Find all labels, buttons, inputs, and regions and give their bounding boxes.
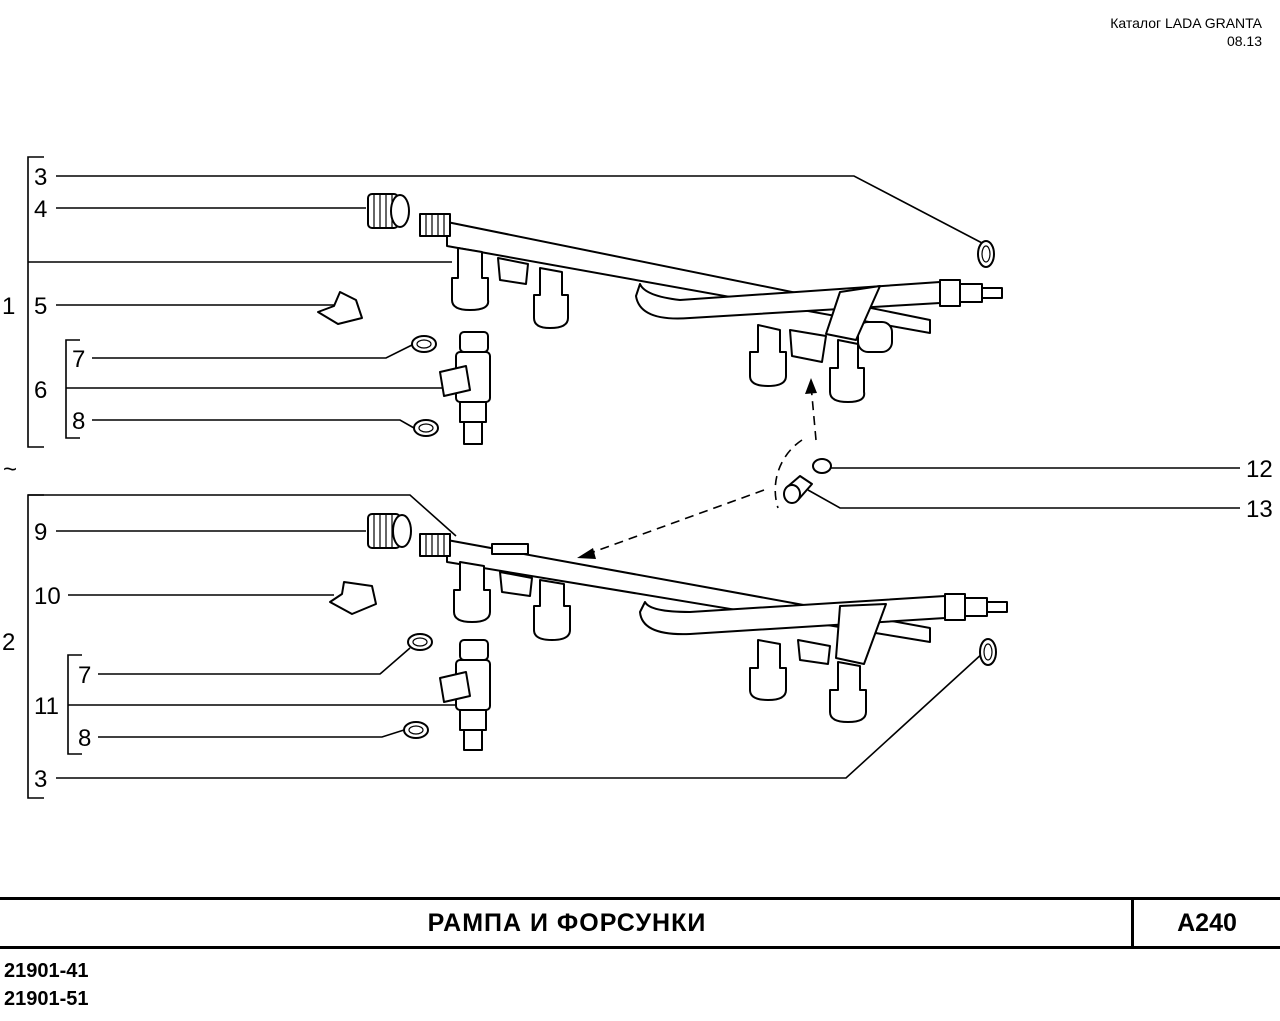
group-1-leaders (56, 175, 985, 429)
model-list: 21901-41 21901-51 (4, 957, 89, 1013)
callout-4: 4 (34, 196, 47, 223)
callout-11: 11 (34, 693, 59, 720)
o-ring-8-lower (403, 721, 429, 739)
callout-7: 7 (72, 346, 85, 373)
callout-2: 2 (2, 629, 15, 656)
washer-12 (812, 458, 832, 474)
callout-7-lower: 7 (78, 662, 91, 689)
o-ring-7-upper (411, 335, 437, 353)
arrow-head-icon (805, 378, 817, 394)
group-2-brackets (27, 494, 457, 799)
callout-13: 13 (1246, 496, 1273, 523)
fastener-leaders (577, 378, 1240, 559)
group-1-brackets (27, 156, 452, 448)
clip-5 (317, 291, 363, 325)
callout-5: 5 (34, 293, 47, 320)
catalog-header: Каталог LADA GRANTA 08.13 (1110, 14, 1262, 50)
o-ring-3-lower (979, 638, 997, 666)
title-bar: РАМПА И ФОРСУНКИ А240 (0, 897, 1280, 949)
callout-3: 3 (34, 164, 47, 191)
callout-tilde: ~ (3, 456, 17, 483)
o-ring-3-upper (977, 240, 995, 268)
callout-12: 12 (1246, 456, 1273, 483)
callout-9: 9 (34, 519, 47, 546)
arrow-head-icon (577, 548, 596, 559)
model-code: 21901-41 (4, 960, 89, 982)
cap-9 (367, 513, 412, 549)
callout-8: 8 (72, 408, 85, 435)
page-title: РАМПА И ФОРСУНКИ (0, 900, 1134, 946)
catalog-date: 08.13 (1226, 33, 1262, 49)
o-ring-7-lower (407, 633, 433, 651)
section-code: А240 (1177, 908, 1237, 937)
callout-6: 6 (34, 377, 47, 404)
callout-8-lower: 8 (78, 725, 91, 752)
fuel-rail-upper (419, 213, 1003, 403)
callout-1: 1 (2, 293, 15, 320)
page-title-text: РАМПА И ФОРСУНКИ (427, 908, 707, 937)
catalog-name: Каталог LADA GRANTA (1110, 15, 1262, 31)
group-2-leaders (56, 530, 985, 779)
callout-3-lower: 3 (34, 766, 47, 793)
clip-10 (329, 581, 377, 615)
injector-11 (439, 639, 491, 751)
cap-4 (367, 193, 410, 229)
callout-labels: 3 4 1 5 7 6 8 ~ 9 10 2 7 11 8 3 12 13 (2, 164, 1273, 793)
model-code: 21901-51 (4, 988, 89, 1010)
callout-10: 10 (34, 583, 61, 610)
injector-6 (439, 331, 491, 445)
o-ring-8-upper (413, 419, 439, 437)
bolt-13 (783, 475, 813, 504)
exploded-parts-diagram: 3 4 1 5 7 6 8 ~ 9 10 2 7 11 8 3 12 13 (2, 156, 1273, 799)
fuel-rail-lower (419, 533, 1008, 723)
